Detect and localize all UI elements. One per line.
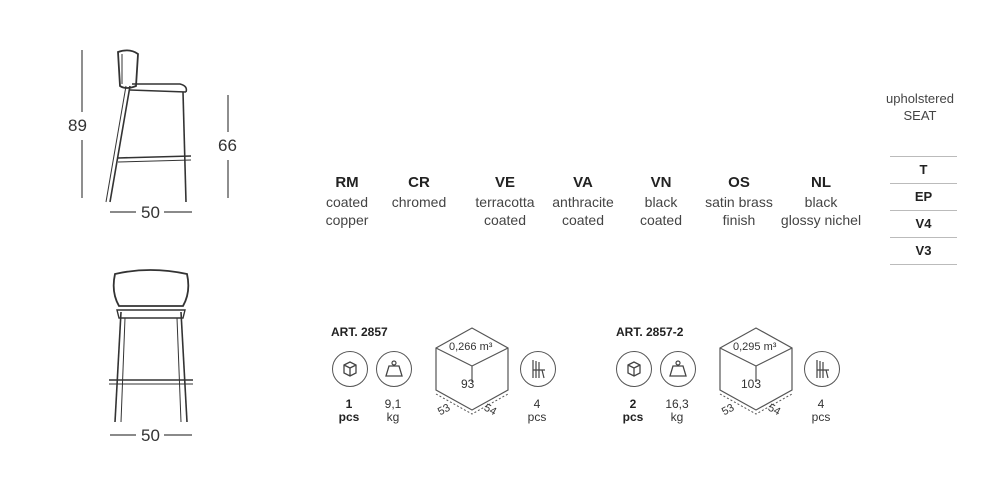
finish-desc-line2: coated: [561, 212, 605, 228]
weight-value: 9,1: [384, 397, 402, 411]
box-icon: [332, 351, 368, 387]
finish-code: NL: [811, 174, 831, 191]
finish-desc-line2: glossy nichel: [780, 212, 862, 228]
box-height: 93: [461, 377, 475, 391]
finish-desc-line1: chromed: [391, 194, 447, 210]
finish-vn: VN black coated: [621, 173, 701, 229]
package-volume: 0,266 m³: [449, 341, 493, 353]
front-width-dimension-line: [110, 434, 192, 436]
package-volume: 0,295 m³: [733, 341, 777, 353]
finish-desc-line1: anthracite: [552, 194, 614, 210]
finish-desc-line2: copper: [325, 212, 369, 228]
finish-os: OS satin brass finish: [699, 173, 779, 229]
finish-ve: VE terracotta coated: [465, 173, 545, 229]
stack-count: 4 pcs: [801, 398, 841, 424]
package-volume-icon: [719, 327, 793, 415]
pieces-count: 2 pcs: [613, 398, 653, 424]
stack-value: 4: [817, 397, 825, 411]
pieces-value: 2: [629, 397, 637, 411]
finish-desc-line1: black: [644, 194, 678, 210]
seat-option-ep: EP: [890, 184, 957, 211]
stack-value: 4: [533, 397, 541, 411]
seat-height-dimension-label: 66: [218, 136, 237, 155]
weight-icon: [660, 351, 696, 387]
stacked-chairs-icon: [520, 351, 556, 387]
finish-nl: NL black glossy nichel: [776, 173, 866, 229]
stool-side-view-drawing: [81, 49, 229, 203]
finish-desc-line1: coated: [325, 194, 369, 210]
weight-label: 9,1 kg: [373, 398, 413, 424]
weight-label: 16,3 kg: [657, 398, 697, 424]
finish-va: VA anthracite coated: [543, 173, 623, 229]
height-dimension-label: 89: [68, 116, 87, 135]
stack-unit: pcs: [527, 410, 547, 424]
stack-unit: pcs: [811, 410, 831, 424]
finish-code: RM: [335, 174, 359, 191]
pieces-value: 1: [345, 397, 353, 411]
side-width-dimension-line: [110, 211, 192, 213]
finish-desc-line1: terracotta: [475, 194, 535, 210]
pieces-unit: pcs: [622, 410, 644, 424]
weight-unit: kg: [670, 410, 684, 424]
stack-count: 4 pcs: [517, 398, 557, 424]
pieces-unit: pcs: [338, 410, 360, 424]
stacked-chairs-icon: [804, 351, 840, 387]
seat-table-top-rule: [890, 156, 957, 157]
stool-front-view-drawing: [109, 269, 193, 423]
article-code: ART. 2857: [331, 325, 388, 339]
finish-desc-line1: satin brass: [705, 194, 773, 210]
seat-title-line1: upholstered: [886, 91, 954, 106]
seat-option-v3: V3: [890, 238, 957, 265]
seat-title-line2: SEAT: [903, 108, 937, 123]
seat-title: upholstered SEAT: [870, 90, 970, 124]
finish-code: VE: [494, 174, 515, 191]
finish-code: VA: [573, 174, 593, 191]
weight-unit: kg: [386, 410, 400, 424]
front-width-dimension-label: 50: [141, 426, 160, 445]
weight-icon: [376, 351, 412, 387]
side-width-dimension-label: 50: [141, 203, 160, 222]
finish-desc-line2: coated: [483, 212, 527, 228]
box-height: 103: [741, 377, 762, 391]
box-icon: [616, 351, 652, 387]
finish-desc-line1: black: [804, 194, 838, 210]
article-code: ART. 2857-2: [616, 325, 684, 339]
finish-desc-line2: finish: [722, 212, 756, 228]
pieces-count: 1 pcs: [329, 398, 369, 424]
finish-rm: RM coated copper: [307, 173, 387, 229]
weight-value: 16,3: [665, 397, 689, 411]
finish-desc-line2: coated: [639, 212, 683, 228]
finish-cr: CR chromed: [386, 173, 452, 211]
seat-option-v4: V4: [890, 211, 957, 238]
finish-code: VN: [650, 174, 672, 191]
seat-option-t: T: [890, 157, 957, 184]
finish-code: OS: [728, 174, 750, 191]
package-volume-icon: [435, 327, 509, 415]
finish-code: CR: [408, 174, 430, 191]
